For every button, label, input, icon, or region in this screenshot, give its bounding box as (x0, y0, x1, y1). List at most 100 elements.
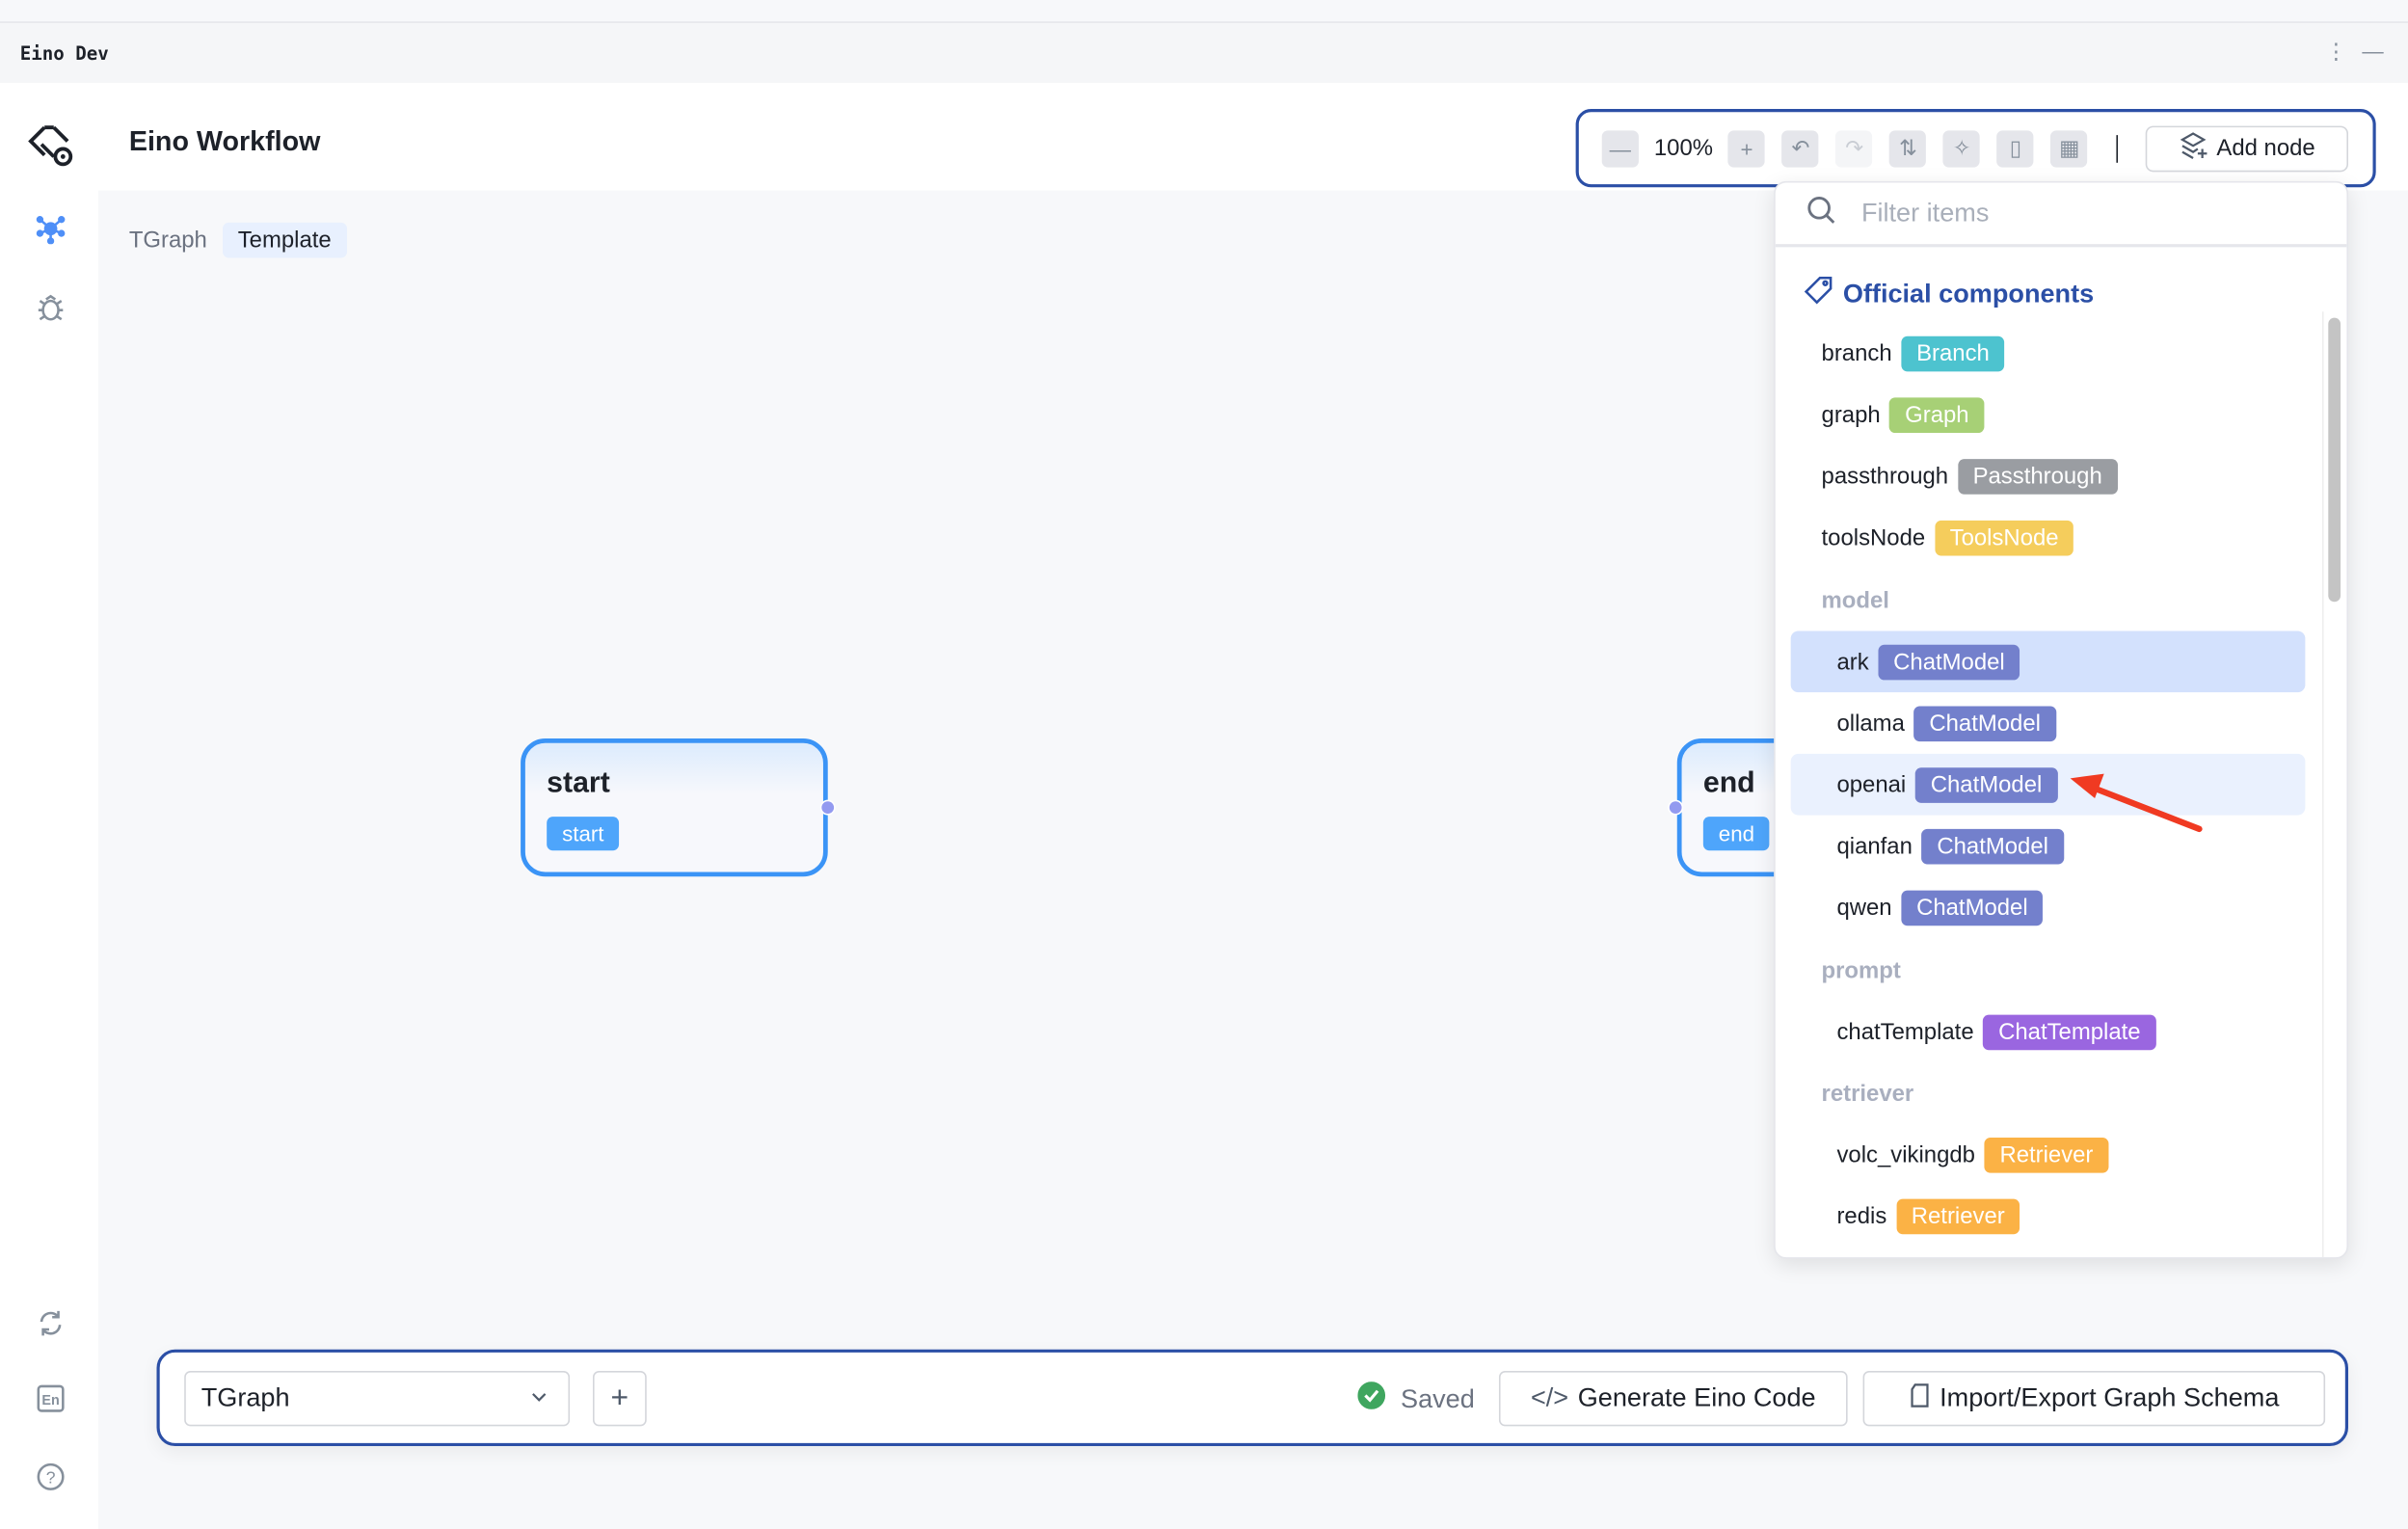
component-name: ollama (1836, 710, 1905, 737)
component-type-badge: Passthrough (1957, 458, 2118, 494)
mouse-mode-icon[interactable]: ▯ (1996, 129, 2034, 167)
minimap-icon[interactable]: ▦ (2050, 129, 2088, 167)
svg-text:En: En (41, 1393, 59, 1408)
scrollbar-track[interactable] (2321, 311, 2346, 1258)
workflow-nav-icon[interactable] (31, 209, 70, 249)
component-name: toolsNode (1821, 523, 1926, 550)
component-item-redis[interactable]: redis Retriever (1791, 1185, 2306, 1247)
eino-logo-icon (24, 120, 76, 172)
red-arrow-annotation (2070, 773, 2203, 833)
component-name: redis (1836, 1202, 1887, 1229)
component-name: qwen (1836, 894, 1892, 921)
add-node-button[interactable]: Add node (2146, 124, 2349, 172)
help-icon[interactable]: ? (31, 1457, 70, 1496)
file-icon (1909, 1382, 1930, 1414)
component-name: passthrough (1821, 463, 1949, 490)
component-list: Official components branch Branch graph … (1776, 247, 2347, 1258)
add-graph-button[interactable]: + (592, 1371, 647, 1427)
undo-button[interactable]: ↶ (1781, 129, 1819, 167)
generate-label: Generate Eino Code (1577, 1382, 1816, 1413)
more-icon[interactable]: ⋮ (2325, 38, 2347, 64)
chevron-down-icon (528, 1384, 549, 1415)
add-node-dropdown: Filter items Official components branch … (1774, 180, 2349, 1259)
graph-select[interactable]: TGraph (184, 1371, 571, 1427)
component-item-openai[interactable]: openai ChatModel (1790, 753, 2306, 816)
filter-input[interactable]: Filter items (1775, 182, 2347, 248)
title-bar: Eino Dev ⋮ — (0, 21, 2408, 83)
component-name: chatTemplate (1836, 1018, 1974, 1045)
component-item-toolsNode[interactable]: toolsNode ToolsNode (1791, 506, 2306, 568)
component-name: volc_vikingdb (1836, 1140, 1975, 1168)
node-title: start (547, 767, 610, 800)
component-name: qianfan (1836, 832, 1913, 859)
end-input-handle[interactable] (1668, 799, 1684, 816)
window-title: Eino Dev (19, 42, 109, 65)
component-type-badge: ChatModel (1878, 644, 2020, 680)
node-title: end (1702, 767, 1755, 800)
component-type-badge: Branch (1901, 335, 2005, 371)
zoom-level: 100% (1653, 135, 1714, 162)
save-status: Saved (1357, 1381, 1475, 1417)
component-name: ark (1836, 648, 1869, 675)
group-official-components: Official components (1803, 275, 2094, 313)
component-name: graph (1821, 401, 1881, 428)
breadcrumb-graph[interactable]: TGraph (128, 227, 207, 254)
minimize-icon[interactable]: — (2362, 38, 2384, 64)
code-icon: </> (1530, 1382, 1569, 1413)
page-title: Eino Workflow (128, 125, 321, 157)
component-type-badge: ChatModel (1913, 705, 2056, 741)
start-output-handle[interactable] (819, 799, 836, 816)
layers-plus-icon (2180, 131, 2210, 165)
component-type-badge: ToolsNode (1934, 520, 2074, 555)
component-type-badge: ChatModel (1914, 766, 2058, 803)
filter-placeholder: Filter items (1860, 198, 1990, 228)
debug-bug-icon[interactable] (31, 287, 70, 327)
canvas-toolbar: — 100% + ↶ ↷ ⇅ ✧ ▯ ▦ Add node (1575, 109, 2376, 188)
breadcrumb: TGraph Template (128, 222, 347, 258)
import-export-button[interactable]: Import/Export Graph Schema (1862, 1371, 2326, 1427)
component-name: branch (1821, 339, 1892, 366)
redo-button[interactable]: ↷ (1835, 129, 1873, 167)
component-type-badge: ChatModel (1901, 889, 2044, 925)
tag-icon (1803, 275, 1833, 313)
bottom-bar: TGraph + Saved </> Generate Eino Code Im… (156, 1349, 2349, 1447)
component-item-qwen[interactable]: qwen ChatModel (1791, 876, 2306, 938)
zoom-in-button[interactable]: + (1727, 129, 1766, 167)
start-node[interactable]: start start (521, 738, 828, 877)
component-item-chatTemplate[interactable]: chatTemplate ChatTemplate (1791, 1001, 2306, 1062)
node-badge: end (1702, 817, 1770, 851)
group-label: Official components (1842, 279, 2095, 308)
component-item-qianfan[interactable]: qianfan ChatModel (1791, 816, 2306, 877)
generate-code-button[interactable]: </> Generate Eino Code (1498, 1371, 1848, 1427)
saved-label: Saved (1400, 1383, 1475, 1413)
component-item-passthrough[interactable]: passthrough Passthrough (1791, 445, 2306, 507)
component-type-badge: ChatModel (1921, 828, 2064, 864)
add-node-label: Add node (2216, 135, 2315, 162)
component-item-graph[interactable]: graph Graph (1791, 384, 2306, 445)
category-prompt: prompt (1821, 957, 1901, 984)
svg-text:?: ? (46, 1467, 56, 1487)
graph-select-value: TGraph (201, 1382, 290, 1413)
category-model: model (1821, 587, 1889, 614)
graph-type-tag: Template (222, 222, 347, 258)
auto-layout-icon[interactable]: ⇅ (1889, 129, 1927, 167)
node-badge: start (547, 817, 620, 851)
component-type-badge: Retriever (1984, 1137, 2109, 1172)
component-item-ollama[interactable]: ollama ChatModel (1791, 692, 2306, 754)
category-retriever: retriever (1821, 1081, 1914, 1108)
component-name: openai (1836, 771, 1907, 798)
zoom-out-button[interactable]: — (1601, 129, 1639, 167)
component-type-badge: Graph (1889, 396, 1985, 433)
scrollbar-thumb[interactable] (2328, 317, 2341, 603)
search-icon (1806, 194, 1837, 232)
component-item-ark[interactable]: ark ChatModel (1790, 630, 2306, 693)
magic-wand-icon[interactable]: ✧ (1942, 129, 1981, 167)
component-item-branch[interactable]: branch Branch (1791, 322, 2306, 384)
component-item-volc_vikingdb[interactable]: volc_vikingdb Retriever (1791, 1124, 2306, 1186)
refresh-icon[interactable] (31, 1303, 70, 1343)
check-circle-icon (1357, 1381, 1386, 1417)
sidebar: En ? (0, 82, 98, 1529)
language-en-icon[interactable]: En (31, 1379, 70, 1418)
component-type-badge: ChatTemplate (1983, 1013, 2156, 1050)
component-type-badge: Retriever (1895, 1197, 2020, 1234)
